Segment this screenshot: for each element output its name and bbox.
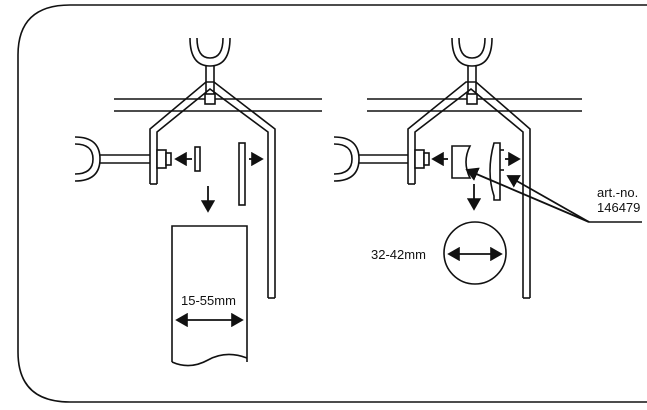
left-concave-pad: [451, 145, 472, 179]
left-bracket: [149, 81, 276, 299]
round-profile: [443, 221, 507, 285]
right-concave-pad: [489, 142, 501, 201]
frame-border: [17, 4, 647, 403]
right-side-clamp: [333, 136, 504, 201]
left-panel: 15-55mm: [74, 37, 322, 367]
part-leader-lines: [465, 167, 642, 223]
part-number-label-line1: art.-no.: [597, 185, 638, 200]
left-rail: [114, 98, 322, 112]
flat-profile: [171, 225, 248, 367]
left-side-clamp: [74, 136, 246, 206]
right-panel: 32-42mm art.-no. 146479: [333, 37, 642, 299]
part-number-label-line2: 146479: [597, 200, 640, 215]
width-range-label: 15-55mm: [181, 293, 236, 308]
diameter-range-label: 32-42mm: [371, 247, 426, 262]
